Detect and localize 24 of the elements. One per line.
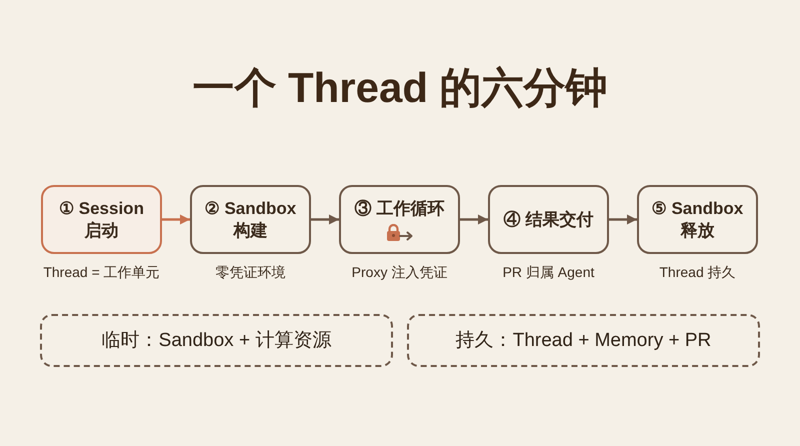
group-label: 持久：Thread + Memory + PR	[456, 328, 712, 352]
step-box	[190, 185, 311, 254]
group-label: 临时：Sandbox + 计算资源	[102, 328, 332, 352]
dashed-box	[407, 314, 760, 367]
step-box	[339, 185, 460, 254]
step-title: ② Sandbox 构建	[204, 198, 298, 242]
step-caption: 零凭证环境	[214, 263, 286, 281]
step-caption: Proxy 注入凭证	[350, 263, 448, 281]
step-caption: Thread = 工作单元	[42, 263, 161, 281]
step-caption: PR 归属 Agent	[502, 263, 596, 281]
step-caption: Thread 持久	[658, 263, 737, 281]
step-title: ③ 工作循环	[354, 198, 444, 220]
step-box	[488, 185, 609, 254]
arrow	[609, 214, 637, 224]
step-title: ⑤ Sandbox 释放	[650, 198, 744, 242]
arrow	[460, 214, 488, 224]
dashed-box	[40, 314, 393, 367]
arrow	[311, 214, 339, 224]
step-title: ① Session 启动	[58, 198, 145, 242]
arrow	[162, 214, 190, 224]
step-box	[41, 185, 162, 254]
step-title: ④ 结果交付	[504, 208, 594, 230]
title: 一个 Thread 的六分钟	[191, 63, 609, 113]
step-box	[637, 185, 758, 254]
